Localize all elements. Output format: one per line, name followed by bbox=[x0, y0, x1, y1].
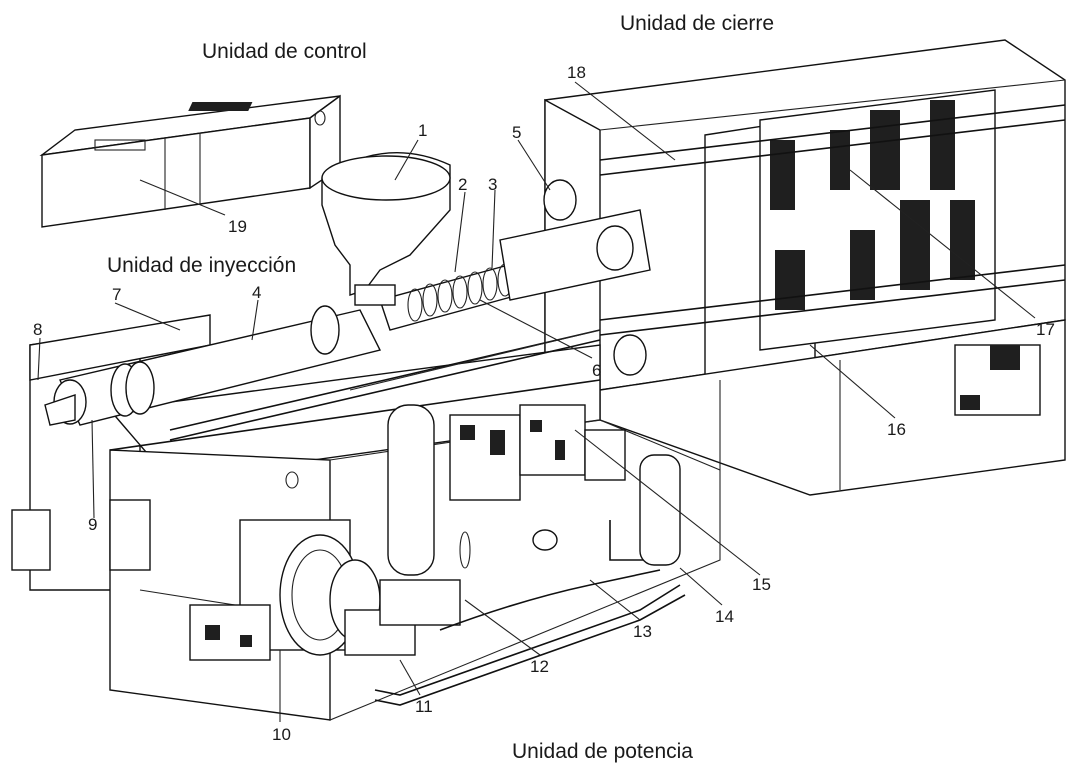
callout-1: 1 bbox=[418, 121, 427, 140]
callout-11: 11 bbox=[415, 697, 433, 716]
callout-5: 5 bbox=[512, 123, 521, 142]
control-unit-cabinet bbox=[39, 94, 341, 228]
callout-19: 19 bbox=[228, 217, 247, 236]
callout-13: 13 bbox=[633, 622, 652, 641]
callout-10: 10 bbox=[272, 725, 291, 744]
callout-7: 7 bbox=[112, 285, 121, 304]
callout-15: 15 bbox=[752, 575, 771, 594]
callout-3: 3 bbox=[488, 175, 497, 194]
injection-unit bbox=[29, 151, 651, 441]
title-injection-unit: Unidad de inyección bbox=[107, 254, 296, 277]
callout-12: 12 bbox=[530, 657, 549, 676]
callout-14: 14 bbox=[715, 607, 734, 626]
callout-16: 16 bbox=[887, 420, 906, 439]
callout-18: 18 bbox=[567, 63, 586, 82]
title-power-unit: Unidad de potencia bbox=[512, 740, 693, 763]
callout-9: 9 bbox=[88, 515, 97, 534]
callout-6: 6 bbox=[592, 361, 601, 380]
callout-2: 2 bbox=[458, 175, 467, 194]
callout-leaders bbox=[37, 81, 1036, 722]
callout-4: 4 bbox=[252, 283, 261, 302]
title-clamping-unit: Unidad de cierre bbox=[620, 12, 774, 35]
clamping-unit bbox=[543, 39, 1066, 496]
title-control-unit: Unidad de control bbox=[202, 40, 367, 63]
callout-8: 8 bbox=[33, 320, 42, 339]
power-unit bbox=[189, 404, 686, 706]
callout-17: 17 bbox=[1036, 320, 1055, 339]
